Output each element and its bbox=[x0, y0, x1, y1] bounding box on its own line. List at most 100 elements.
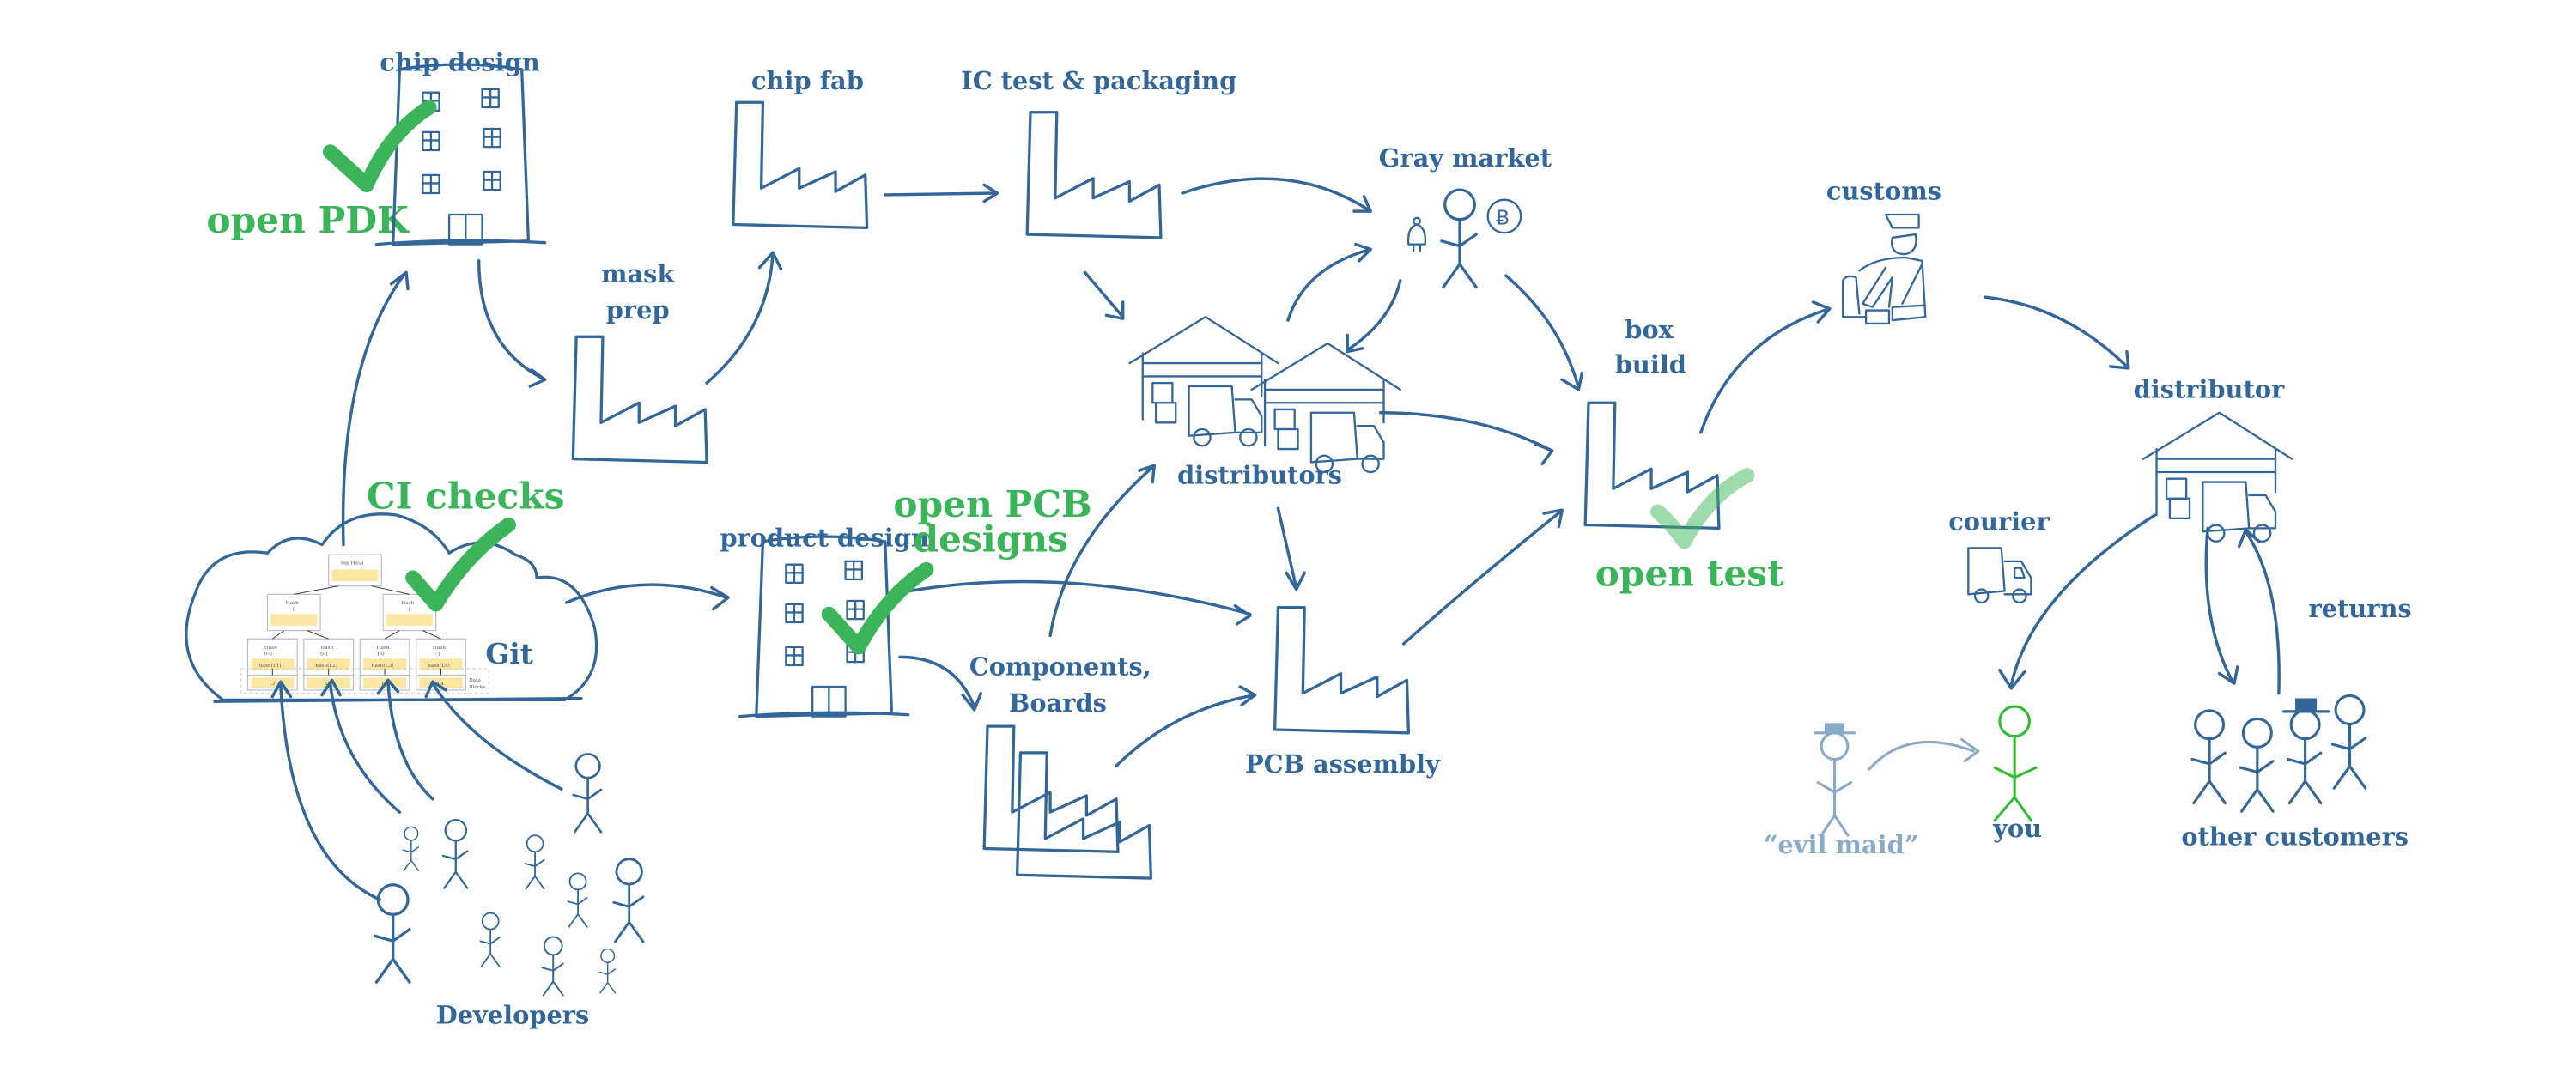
label-you: you bbox=[1992, 814, 2042, 843]
courier-truck-icon bbox=[1967, 547, 2032, 604]
evil-maid-figure bbox=[1813, 723, 1856, 837]
annotation-open-pdk: open PDK bbox=[206, 198, 410, 241]
label-distributor: distributor bbox=[2134, 374, 2285, 403]
label-developers: Developers bbox=[436, 1000, 590, 1029]
git-cloud-baseline bbox=[213, 696, 583, 703]
check-ci-checks-icon bbox=[405, 517, 516, 612]
arrow-developer-to-git bbox=[279, 683, 382, 901]
arrow-product-design-to-components bbox=[898, 655, 976, 708]
label-components-line2: Boards bbox=[1009, 688, 1107, 718]
svg-text:Hash: Hash bbox=[264, 646, 277, 651]
hat-icon bbox=[2295, 698, 2318, 712]
label-git: Git bbox=[485, 637, 532, 670]
evil-maid-arrow bbox=[1868, 740, 1975, 771]
annotation-open-pcb-line2: designs bbox=[913, 517, 1068, 560]
arrow-ic-test-to-distributors bbox=[1083, 270, 1125, 318]
data-blocks-frame bbox=[240, 668, 489, 694]
svg-text:Top Hash: Top Hash bbox=[340, 561, 364, 567]
arrow-gray-market-to-box-build bbox=[1504, 274, 1581, 390]
arrow-mask-prep-to-chip-fab bbox=[705, 252, 775, 385]
arrow-returns-to-distributor bbox=[2244, 530, 2281, 695]
svg-text:Data: Data bbox=[469, 678, 481, 683]
arrow-distributors-to-pcb-assembly bbox=[1276, 506, 1298, 590]
label-mask-prep-line1: mask bbox=[601, 259, 675, 288]
developer-figure bbox=[612, 858, 645, 943]
developer-figure bbox=[567, 872, 588, 928]
distributor-warehouse-icon-2 bbox=[1250, 342, 1401, 474]
svg-text:hash(L4): hash(L4) bbox=[428, 663, 450, 669]
customer-figure bbox=[2286, 709, 2323, 805]
arrow-distributor-to-you-courier bbox=[2009, 513, 2157, 687]
bell-icon bbox=[1406, 216, 1427, 252]
components-factory-icon-front bbox=[1015, 751, 1153, 880]
label-chip-fab: chip fab bbox=[751, 66, 864, 95]
arrow-components-to-pcb-assembly bbox=[1115, 693, 1257, 768]
svg-text:Hash: Hash bbox=[286, 601, 299, 606]
svg-text:hash(L1): hash(L1) bbox=[259, 663, 282, 669]
svg-text:0-1: 0-1 bbox=[320, 652, 328, 657]
developers-group bbox=[373, 753, 645, 997]
svg-text:1-0: 1-0 bbox=[376, 652, 385, 657]
customs-officer-icon bbox=[1842, 213, 1927, 325]
product-design-building-icon bbox=[738, 535, 910, 718]
arrow-distributors-to-gray-market bbox=[1286, 247, 1372, 322]
arrow-customs-to-distributor bbox=[1983, 295, 2129, 368]
pcb-assembly-factory-icon bbox=[1273, 606, 1411, 735]
svg-text:Hash: Hash bbox=[433, 646, 446, 651]
developer-figure bbox=[572, 753, 603, 834]
annotation-ci-checks: CI checks bbox=[367, 474, 564, 517]
hash-node-0: Hash 0 bbox=[266, 593, 321, 632]
developer-figure bbox=[479, 912, 501, 967]
svg-text:1: 1 bbox=[408, 608, 411, 613]
arrow-ic-test-to-gray-market bbox=[1181, 177, 1372, 213]
label-evil-maid: “evil maid” bbox=[1764, 830, 1919, 859]
svg-text:Hash: Hash bbox=[320, 646, 333, 651]
check-open-pcb-icon bbox=[821, 561, 934, 655]
svg-text:Hash: Hash bbox=[401, 601, 414, 606]
label-customs: customs bbox=[1826, 177, 1941, 206]
svg-text:L4: L4 bbox=[438, 682, 445, 687]
arrow-developer-to-git bbox=[431, 682, 563, 791]
you-figure bbox=[1993, 705, 2038, 822]
check-open-pdk-icon bbox=[322, 100, 437, 193]
customer-figure bbox=[2330, 694, 2367, 790]
hat-icon bbox=[1825, 723, 1845, 733]
arrow-gray-market-to-distributors bbox=[1346, 279, 1402, 352]
label-box-build-line1: box bbox=[1625, 315, 1674, 344]
svg-text:L1: L1 bbox=[269, 682, 275, 687]
arrow-developer-to-git bbox=[328, 682, 402, 814]
chip-fab-factory-icon bbox=[732, 100, 869, 230]
arrow-components-to-distributors bbox=[1048, 465, 1155, 638]
data-block-l1: L1 bbox=[246, 674, 298, 691]
ic-test-factory-icon bbox=[1025, 111, 1163, 239]
annotation-open-pcb-line1: open PCB bbox=[893, 482, 1091, 525]
label-pcb-assembly: PCB assembly bbox=[1245, 749, 1441, 779]
developer-figure bbox=[402, 826, 420, 872]
check-open-test-icon bbox=[1650, 468, 1755, 549]
arrow-chip-fab-to-ic-test bbox=[884, 191, 999, 197]
arrow-pcb-assembly-to-box-build bbox=[1401, 510, 1563, 646]
mask-prep-factory-icon bbox=[571, 335, 708, 464]
label-other-customers: other customers bbox=[2181, 822, 2409, 852]
svg-text:1-1: 1-1 bbox=[433, 652, 440, 657]
label-ic-test-packaging: IC test & packaging bbox=[961, 66, 1236, 95]
developer-figure bbox=[441, 819, 469, 889]
developer-figure bbox=[541, 936, 564, 997]
flow-arrows bbox=[270, 177, 2281, 901]
distributor-warehouse-icon-1 bbox=[1128, 316, 1279, 447]
label-gray-market: Gray market bbox=[1379, 143, 1552, 173]
developer-figure bbox=[598, 948, 617, 994]
label-box-build-line2: build bbox=[1615, 350, 1686, 379]
arrow-developer-to-git bbox=[386, 680, 434, 801]
arrow-distributor-to-other-customers bbox=[2204, 526, 2234, 683]
customer-figure bbox=[2239, 717, 2275, 813]
gray-market-figure bbox=[1440, 188, 1478, 289]
arrow-distributors-to-box-build bbox=[1378, 411, 1554, 452]
svg-text:Blocks: Blocks bbox=[469, 685, 485, 690]
svg-text:hash(L3): hash(L3) bbox=[372, 663, 394, 669]
arrow-box-build-to-customs bbox=[1699, 306, 1832, 434]
arrow-product-design-to-pcb-assembly bbox=[890, 579, 1252, 616]
label-courier: courier bbox=[1948, 506, 2050, 536]
label-returns: returns bbox=[2308, 594, 2411, 623]
